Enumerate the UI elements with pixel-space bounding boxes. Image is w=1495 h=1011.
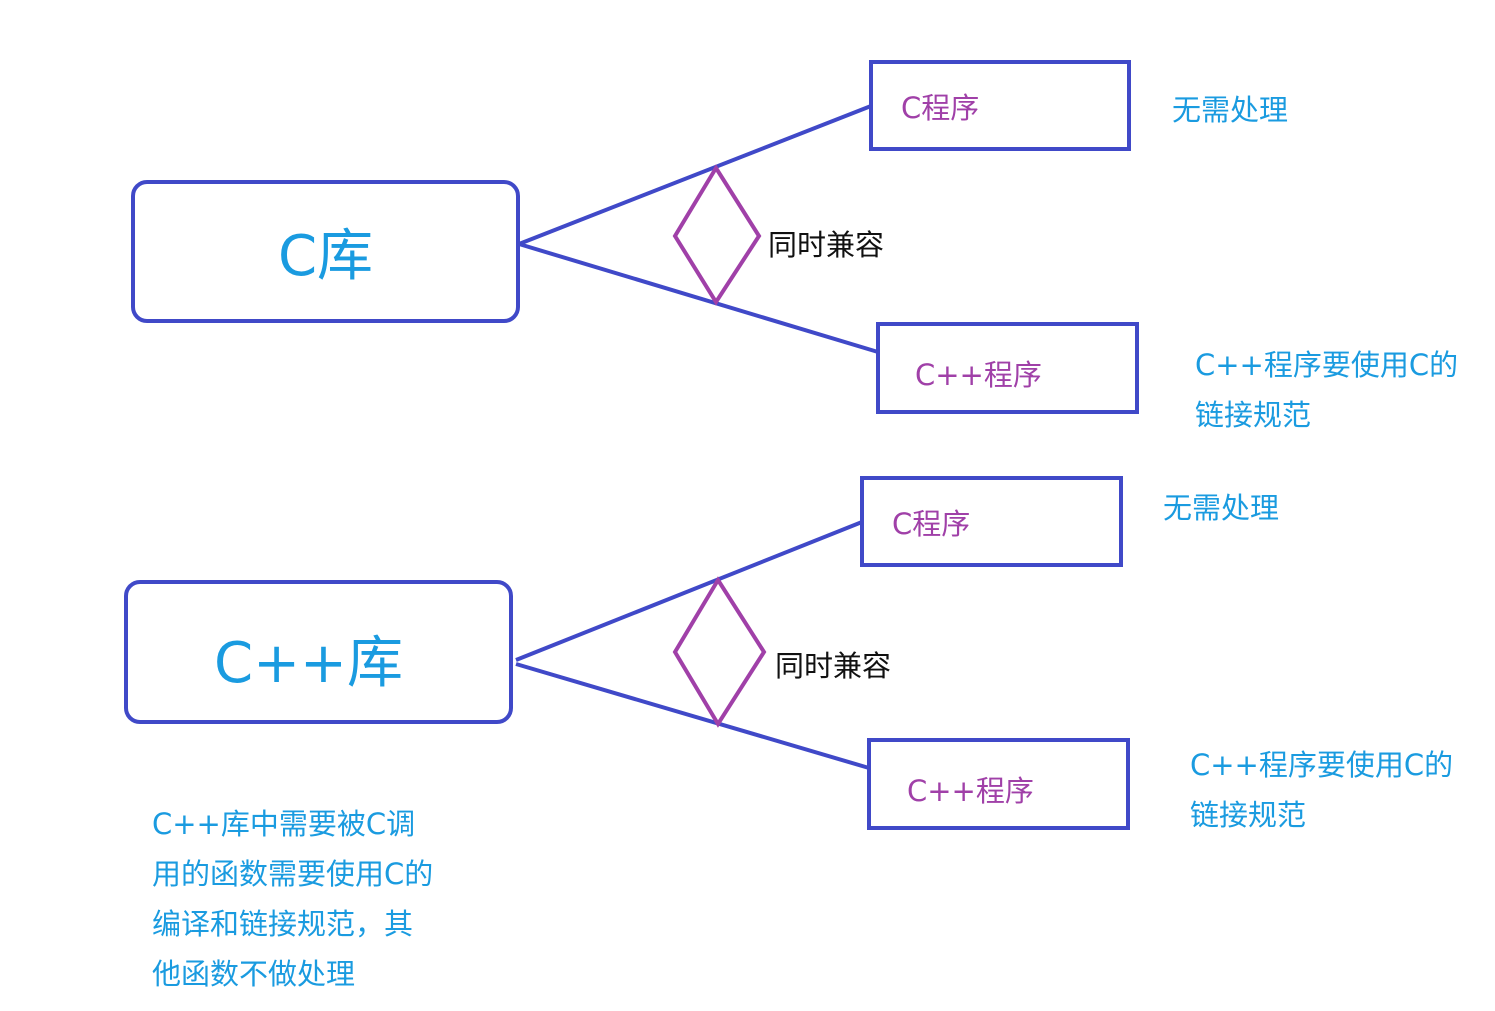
cpp-library-label: C++库: [214, 630, 403, 696]
top-cpp-note-line-2: 链接规范: [1195, 398, 1312, 432]
bottom-cpp-program-label: C++程序: [907, 774, 1034, 808]
bottom-cpp-note-line-2: 链接规范: [1190, 798, 1307, 832]
cpp-library-footnote: C++库中需要被C调 用的函数需要使用C的 编译和链接规范，其 他函数不做处理: [152, 799, 433, 999]
bottom-c-note-line: 无需处理: [1163, 491, 1280, 525]
top-compat-label: 同时兼容: [768, 228, 885, 262]
bottom-connector-to-cpp-program: [515, 662, 870, 770]
footnote-line-4: 他函数不做处理: [152, 957, 356, 991]
top-cpp-note-line-1: C++程序要使用C的: [1195, 348, 1459, 382]
top-cpp-program-label: C++程序: [915, 358, 1042, 392]
bottom-cpp-note-line-1: C++程序要使用C的: [1190, 748, 1454, 782]
footnote-line-3: 编译和链接规范，其: [152, 907, 414, 941]
bottom-compat-diamond: [672, 576, 767, 728]
top-compat-diamond: [672, 164, 762, 306]
footnote-line-1: C++库中需要被C调: [152, 807, 416, 841]
top-connector-to-c-program: [518, 104, 872, 246]
bottom-c-program-note: 无需处理: [1163, 483, 1279, 533]
top-c-program-label: C程序: [901, 90, 980, 125]
bottom-compat-label: 同时兼容: [775, 649, 892, 683]
cpp-library-box: C++库: [124, 580, 513, 724]
bottom-c-program-box: C程序: [860, 476, 1123, 567]
top-cpp-program-box: C++程序: [876, 322, 1139, 414]
footnote-line-2: 用的函数需要使用C的: [152, 857, 434, 891]
top-c-note-line: 无需处理: [1172, 93, 1289, 127]
top-connector-to-cpp-program: [518, 242, 879, 354]
c-library-label: C库: [277, 224, 374, 289]
c-library-box: C库: [131, 180, 520, 323]
top-c-program-box: C程序: [869, 60, 1131, 151]
top-cpp-program-note: C++程序要使用C的 链接规范: [1195, 340, 1458, 440]
bottom-cpp-program-note: C++程序要使用C的 链接规范: [1190, 740, 1453, 840]
bottom-cpp-program-box: C++程序: [867, 738, 1130, 830]
top-c-program-note: 无需处理: [1172, 85, 1288, 135]
bottom-connector-to-c-program: [515, 520, 863, 662]
bottom-c-program-label: C程序: [892, 506, 971, 541]
